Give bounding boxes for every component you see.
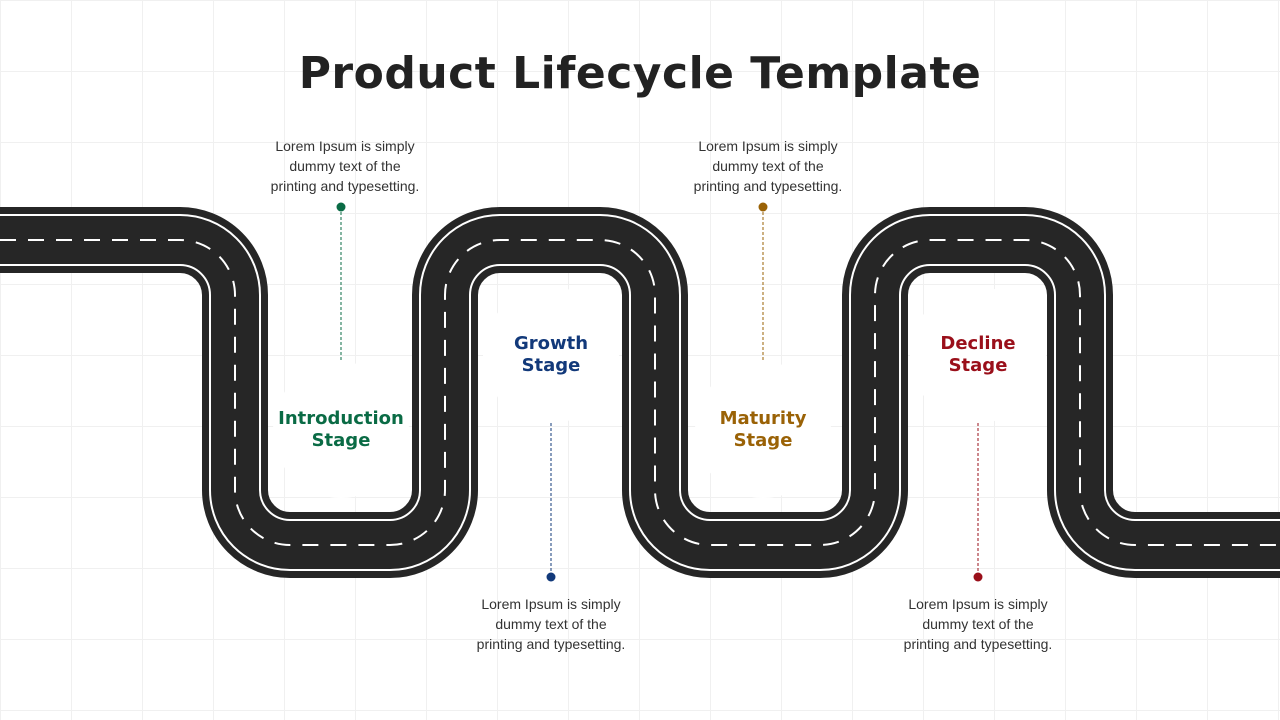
stage-title-line1: Decline xyxy=(940,333,1016,354)
stage-title-line2: Stage xyxy=(733,430,793,451)
description-introduction: Lorem Ipsum is simply dummy text of the … xyxy=(245,136,445,196)
stage-title-line2: Stage xyxy=(948,355,1008,376)
stage-decline: Decline Stage xyxy=(910,287,1046,423)
page-title: Product Lifecycle Template xyxy=(298,48,982,99)
description-maturity: Lorem Ipsum is simply dummy text of the … xyxy=(668,136,868,196)
description-line: Lorem Ipsum is simply xyxy=(908,596,1048,612)
stage-title-line2: Stage xyxy=(521,355,581,376)
description-line: printing and typesetting. xyxy=(476,636,626,652)
connector-dot-maturity xyxy=(758,202,768,212)
road-inner-surface xyxy=(0,216,1280,569)
stage-title-line1: Maturity xyxy=(719,408,807,429)
description-line: Lorem Ipsum is simply xyxy=(481,596,621,612)
description-line: dummy text of the xyxy=(495,616,607,632)
connector-dot-decline xyxy=(973,572,983,582)
connector-dot-growth xyxy=(546,572,556,582)
stage-introduction: Introduction Stage xyxy=(273,362,409,498)
description-line: Lorem Ipsum is simply xyxy=(275,138,415,154)
description-line: dummy text of the xyxy=(289,158,401,174)
road-center-dashes xyxy=(0,239,1280,546)
description-line: Lorem Ipsum is simply xyxy=(698,138,838,154)
description-line: printing and typesetting. xyxy=(903,636,1053,652)
description-line: printing and typesetting. xyxy=(693,178,843,194)
description-line: dummy text of the xyxy=(922,616,1034,632)
connector-dot-introduction xyxy=(336,202,346,212)
description-growth: Lorem Ipsum is simply dummy text of the … xyxy=(451,594,651,654)
description-line: dummy text of the xyxy=(712,158,824,174)
stage-title-line2: Stage xyxy=(311,430,371,451)
description-decline: Lorem Ipsum is simply dummy text of the … xyxy=(878,594,1078,654)
stage-title-line1: Growth xyxy=(513,333,589,354)
description-line: printing and typesetting. xyxy=(270,178,420,194)
stage-title-line1: Introduction xyxy=(278,408,404,429)
stage-maturity: Maturity Stage xyxy=(695,362,831,498)
stage-growth: Growth Stage xyxy=(483,287,619,423)
